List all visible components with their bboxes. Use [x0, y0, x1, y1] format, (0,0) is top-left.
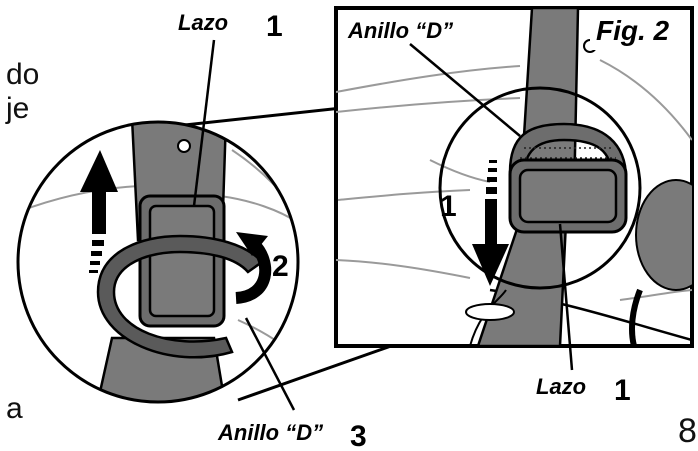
- magnified-circle: [16, 120, 300, 404]
- cropped-text-line2: je: [5, 92, 29, 125]
- label-anillo-d-top: Anillo “D”: [347, 18, 453, 43]
- label-step-1: 1: [440, 190, 457, 223]
- label-anillo-d-bottom-number: 3: [350, 420, 367, 451]
- label-lazo-top: Lazo: [178, 10, 228, 35]
- leader-lines: [192, 39, 574, 411]
- label-lazo-bottom: Lazo: [536, 374, 586, 399]
- arrow-down-icon: [472, 160, 509, 286]
- label-anillo-d-bottom: Anillo “D”: [217, 420, 323, 445]
- arrow-up-icon: [80, 150, 118, 273]
- detail-box: [334, 6, 694, 348]
- fig-label: Fig. 2: [596, 15, 670, 46]
- label-lazo-bottom-number: 1: [614, 374, 631, 407]
- cropped-text-line1: do: [6, 58, 39, 91]
- fig-label-box: Fig. 2: [590, 10, 690, 50]
- rotate-arrow-icon: [235, 232, 272, 304]
- label-step-2: 2: [272, 250, 289, 283]
- label-lazo-top-number: 1: [266, 10, 283, 43]
- page-number: 8: [678, 412, 697, 450]
- cropped-text-line3: a: [6, 392, 23, 425]
